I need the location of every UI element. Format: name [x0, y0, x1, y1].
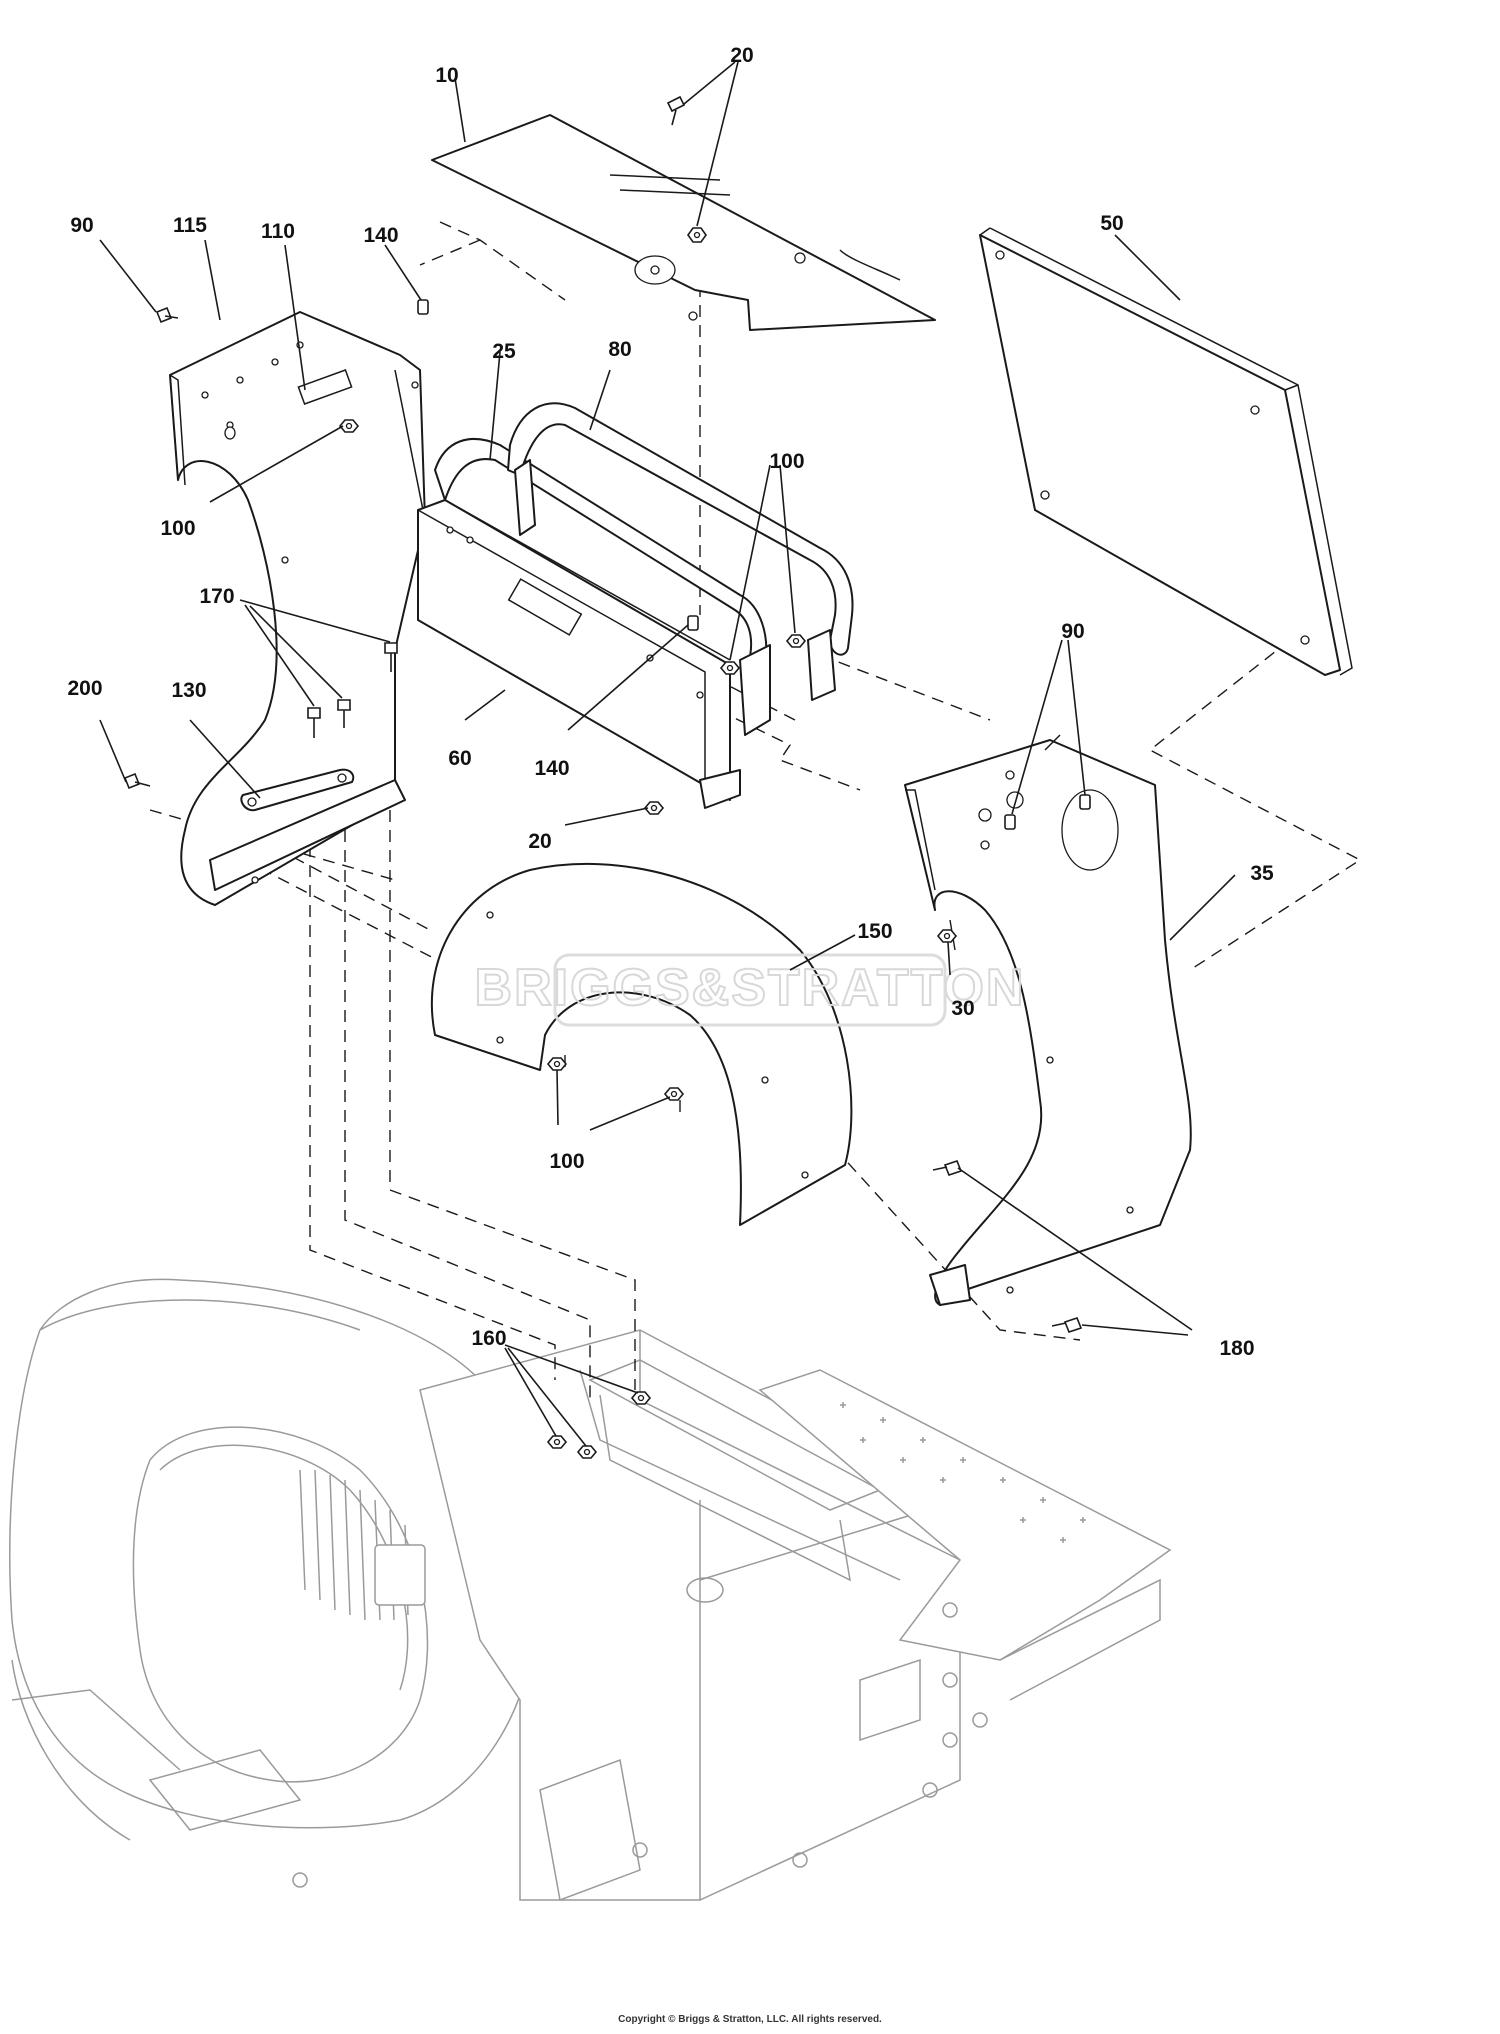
pin-140-mid-icon	[687, 615, 699, 631]
nut-100-handle-b-icon	[785, 634, 807, 648]
copyright-notice: Copyright © Briggs & Stratton, LLC. All …	[618, 2014, 882, 2025]
nut-30-icon	[936, 929, 958, 943]
callout-labels: 10 20 50 90 115 110 140 25 80 100 100 17…	[67, 44, 1274, 1360]
callout-160: 160	[471, 1327, 506, 1350]
nut-20-mid-icon	[643, 801, 665, 815]
part-60-front-plate	[417, 499, 741, 809]
callout-100-handle: 100	[769, 450, 804, 473]
callout-50: 50	[1100, 212, 1123, 235]
nut-100-guard-a-icon	[546, 1057, 568, 1071]
callout-170: 170	[199, 585, 234, 608]
callout-25: 25	[492, 340, 516, 363]
part-50-cover-panel	[979, 227, 1353, 676]
callout-110: 110	[261, 220, 295, 243]
callout-80: 80	[608, 338, 631, 361]
pin-140-top-icon	[417, 299, 429, 315]
callout-150: 150	[857, 920, 892, 943]
part-35-right-side-panel	[904, 734, 1192, 1306]
bolt-180-b-icon	[1051, 1317, 1083, 1333]
part-80-handle-tube	[507, 402, 854, 701]
callout-100-guard: 100	[549, 1150, 584, 1173]
callout-140-top: 140	[363, 224, 398, 247]
callout-100-left: 100	[160, 517, 195, 540]
nut-20-top-icon	[687, 227, 707, 243]
part-150-curved-guard: BRIGGS&STRATTON	[430, 862, 1026, 1226]
callout-115: 115	[173, 214, 207, 237]
leader-lines	[99, 61, 1236, 1447]
bolt-180-a-icon	[932, 1160, 963, 1176]
bolt-170-a-icon	[384, 642, 398, 672]
nut-160-a-icon	[630, 1391, 652, 1405]
part-10-top-panel	[431, 114, 936, 331]
callout-20-top: 20	[730, 44, 753, 67]
callout-200: 200	[67, 677, 102, 700]
screw-20-top-icon	[666, 95, 686, 126]
callout-130: 130	[171, 679, 206, 702]
bolt-170-c-icon	[337, 699, 351, 728]
part-115-left-side-panel	[169, 311, 426, 906]
callout-10: 10	[435, 64, 458, 87]
nut-160-b-icon	[546, 1435, 568, 1449]
callout-30: 30	[951, 997, 974, 1020]
callout-35: 35	[1250, 862, 1274, 885]
bolt-170-b-icon	[307, 707, 321, 738]
watermark-text: BRIGGS&STRATTON	[475, 959, 1026, 1017]
nut-100-handle-a-icon	[719, 661, 741, 675]
callout-90-left: 90	[70, 214, 93, 237]
mower-chassis	[9, 1278, 1172, 1902]
callout-140-mid: 140	[534, 757, 569, 780]
screw-90-left-icon	[155, 306, 179, 324]
callout-20-mid: 20	[528, 830, 551, 853]
callout-90-right: 90	[1061, 620, 1084, 643]
nut-160-c-icon	[576, 1445, 598, 1459]
part-25-handle-tube	[434, 437, 771, 736]
callout-180: 180	[1219, 1337, 1254, 1360]
part-130-strap	[240, 768, 355, 812]
nut-100-left-icon	[338, 419, 360, 433]
callout-60: 60	[448, 747, 471, 770]
screw-200-icon	[123, 772, 151, 790]
